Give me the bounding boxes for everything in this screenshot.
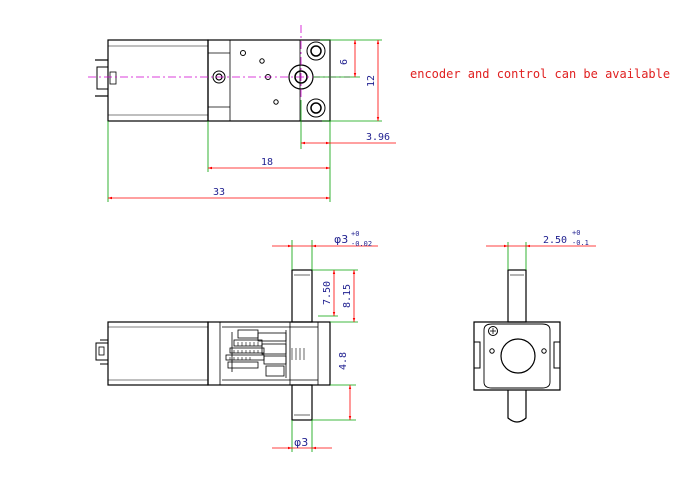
side-shaft-top	[507, 269, 527, 323]
availability-note: encoder and control can be available	[410, 67, 670, 81]
motor-body	[107, 39, 209, 122]
dim-label-48: 4.8	[338, 352, 349, 370]
front-gearbox	[207, 321, 331, 386]
dim-label-815: 8.15	[342, 284, 353, 308]
dim-tol-lower-flat: -0.1	[572, 239, 589, 247]
dim-label-12: 12	[366, 75, 377, 87]
gearbox-housing	[207, 39, 331, 122]
dim-label-6: 6	[339, 59, 350, 65]
output-shaft-top	[291, 269, 313, 323]
dim-tol-upper-top: +0	[351, 230, 359, 238]
dim-label-shaft-dia-bottom: φ3	[294, 436, 308, 449]
terminal-block	[96, 66, 109, 90]
front-view: φ3 +0 -0.02 7.50 8.15 4.8 φ3	[95, 230, 378, 452]
dim-label-33: 33	[213, 187, 225, 198]
dim-tol-upper-flat: +0	[572, 229, 580, 237]
dim-label-750: 7.50	[322, 281, 333, 305]
dim-label-396: 3.96	[366, 132, 390, 143]
output-shaft-bottom	[291, 384, 313, 421]
dim-label-shaft-dia-top: φ3	[334, 233, 348, 246]
dim-tol-lower-top: -0.02	[351, 240, 372, 248]
dim-label-flat: 2.50	[543, 235, 567, 246]
side-shaft-bottom	[507, 390, 527, 423]
dim-label-18: 18	[261, 157, 273, 168]
side-view: 2.50 +0 -0.1	[473, 229, 596, 423]
side-output-bore	[500, 338, 536, 374]
front-motor-body	[107, 321, 209, 386]
top-view: 6 12 3.96 18 33	[88, 25, 396, 202]
gear-train	[225, 329, 287, 378]
side-body	[473, 321, 561, 391]
gear-teeth	[229, 342, 305, 360]
